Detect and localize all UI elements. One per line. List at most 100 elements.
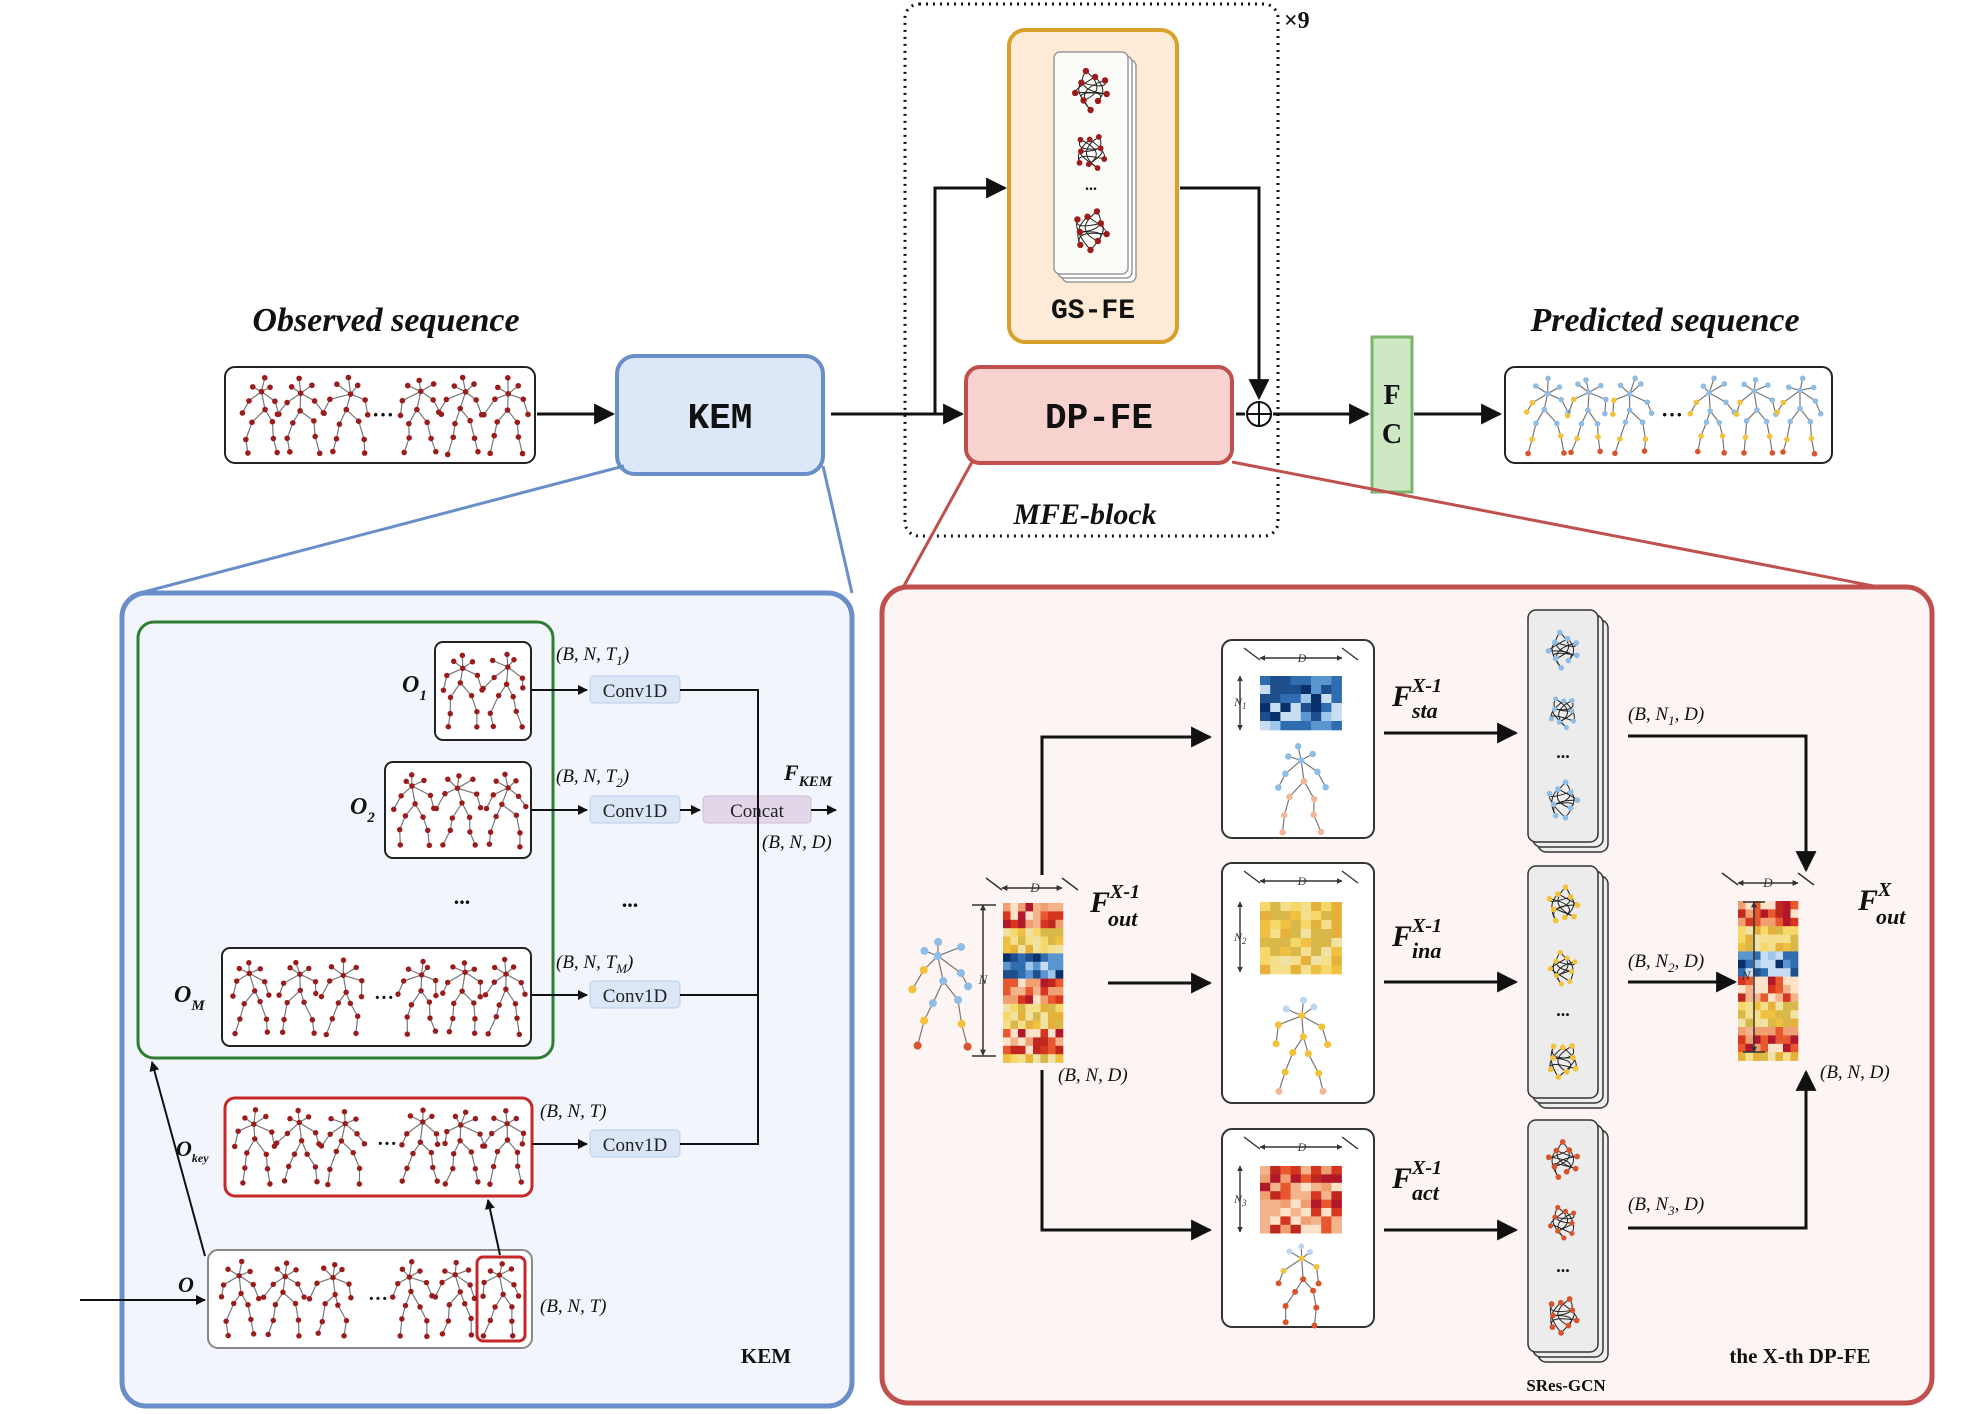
o2-skeleton bbox=[433, 773, 484, 848]
sta-n1-label: N1 bbox=[1233, 695, 1247, 711]
dpfe-panel-label: the X-th DP-FE bbox=[1729, 1344, 1870, 1368]
sres-dots-2: ... bbox=[1556, 1000, 1570, 1020]
o-skeleton bbox=[218, 1258, 262, 1339]
ina-branch-card bbox=[1221, 862, 1375, 1104]
kem-module-box[interactable] bbox=[615, 354, 825, 476]
conv1d-label-1: Conv1D bbox=[603, 681, 667, 702]
shape-label-tm: (B, N, TM) bbox=[556, 952, 633, 976]
sta-branch-card bbox=[1221, 639, 1375, 839]
dpfe-zoom-line-right bbox=[1231, 460, 1911, 595]
predicted-skeleton bbox=[1564, 377, 1609, 456]
om-skeleton bbox=[395, 958, 439, 1037]
mfe-block-label: MFE-block bbox=[1012, 498, 1156, 531]
branch-heatmaps bbox=[1260, 676, 1342, 1234]
predicted-skeleton-frames bbox=[1523, 375, 1824, 457]
kem-multiscale-frame bbox=[136, 620, 555, 1060]
o-skeleton bbox=[389, 1259, 435, 1340]
input-skeleton bbox=[908, 938, 973, 1051]
conv1d-label-m: Conv1D bbox=[603, 986, 667, 1007]
sta-d-label: D bbox=[1297, 651, 1307, 665]
shape-label-t2: (B, N, T2) bbox=[556, 766, 629, 790]
fc-label-f: F bbox=[1383, 380, 1400, 411]
o-skeleton bbox=[432, 1259, 478, 1338]
sta-heatmap bbox=[1260, 676, 1342, 731]
om-skeleton bbox=[440, 960, 484, 1036]
branch-skeletons bbox=[1272, 743, 1332, 1329]
dpfe-module-box[interactable] bbox=[964, 365, 1234, 465]
kem-flow-arrows bbox=[80, 685, 837, 1305]
o-label: O bbox=[178, 1272, 194, 1297]
sres-graph-icon-act bbox=[1548, 1204, 1577, 1241]
kem-ellipsis-1: ... bbox=[454, 884, 471, 909]
o1-label: O1 bbox=[402, 672, 427, 704]
observed-sequence-title: Observed sequence bbox=[252, 302, 519, 339]
kem-module-label: KEM bbox=[688, 398, 753, 439]
kem-zoom-line-left bbox=[139, 464, 625, 595]
fc-label-c: C bbox=[1382, 419, 1402, 450]
om-skeleton bbox=[482, 956, 528, 1038]
predicted-skeleton bbox=[1523, 375, 1571, 457]
observed-skeleton bbox=[481, 375, 531, 457]
sta-skeleton bbox=[1275, 743, 1329, 836]
gsfe-ellipsis: ... bbox=[1085, 177, 1097, 194]
o-skeleton bbox=[306, 1262, 354, 1339]
output-d-label: D bbox=[1762, 875, 1773, 890]
observed-skeleton-frames bbox=[239, 374, 531, 458]
o1-skeleton bbox=[440, 652, 485, 730]
act-d-label: D bbox=[1297, 1140, 1307, 1154]
dpfe-input-skeleton bbox=[908, 938, 973, 1051]
ina-skeleton bbox=[1272, 996, 1332, 1095]
act-n3-label: N3 bbox=[1233, 1192, 1247, 1208]
o2-label: O2 bbox=[350, 794, 375, 826]
o2-skeleton bbox=[483, 771, 529, 850]
shape-n1-label: (B, N1, D) bbox=[1628, 704, 1704, 728]
act-skeleton bbox=[1275, 1243, 1322, 1329]
observed-skeleton bbox=[397, 377, 445, 456]
sres-dots-3: ... bbox=[1556, 1256, 1570, 1276]
observed-skeleton bbox=[320, 374, 371, 456]
sres-graph-icon-sta bbox=[1546, 779, 1581, 821]
okey-skeleton bbox=[480, 1108, 527, 1187]
okey-ellipsis: ··· bbox=[377, 1133, 397, 1155]
o2-skeleton bbox=[391, 772, 437, 849]
dpfe-flow-arrows bbox=[1040, 722, 1817, 1241]
conv1d-label-2: Conv1D bbox=[603, 801, 667, 822]
repeat-label: ×9 bbox=[1284, 8, 1310, 34]
sres-graph-icon-ina bbox=[1547, 949, 1578, 987]
om-skeleton bbox=[318, 957, 365, 1038]
om-label: OM bbox=[174, 982, 205, 1014]
shape-label-t1: (B, N, T1) bbox=[556, 644, 629, 668]
dpfe-module-label: DP-FE bbox=[1045, 398, 1153, 439]
input-d-label: D bbox=[1029, 880, 1040, 895]
sres-gcn-label: SRes-GCN bbox=[1526, 1376, 1606, 1395]
input-feature-heatmap bbox=[1003, 903, 1064, 1063]
okey-skeleton bbox=[318, 1109, 368, 1188]
om-skeleton bbox=[230, 959, 272, 1037]
gsfe-module-label: GS-FE bbox=[1051, 296, 1135, 327]
kem-ellipsis-2: ... bbox=[622, 887, 639, 912]
shape-n2-label: (B, N2, D) bbox=[1628, 951, 1704, 975]
shape-label-t-input: (B, N, T) bbox=[540, 1296, 607, 1317]
o-ellipsis: ··· bbox=[368, 1288, 388, 1310]
sres-gcn-graph-icons bbox=[1545, 629, 1581, 1336]
sres-graph-icon-ina bbox=[1546, 884, 1581, 924]
okey-skeleton bbox=[232, 1107, 278, 1187]
mfe-block-frame bbox=[903, 2, 1280, 538]
om-skeleton bbox=[276, 959, 319, 1036]
observed-skeleton bbox=[435, 374, 485, 458]
f-kem-shape: (B, N, D) bbox=[762, 832, 832, 853]
sres-dots-1: ... bbox=[1556, 742, 1570, 762]
predicted-ellipsis: ··· bbox=[1661, 402, 1683, 427]
ina-n2-label: N2 bbox=[1233, 930, 1247, 946]
predicted-sequence-title: Predicted sequence bbox=[1529, 302, 1799, 339]
output-n-label: N bbox=[1741, 968, 1752, 983]
input-heatmap bbox=[1003, 903, 1064, 1063]
fc-layer-box[interactable] bbox=[1370, 335, 1414, 494]
observed-ellipsis: ··· bbox=[372, 402, 394, 427]
conv1d-label-key: Conv1D bbox=[603, 1135, 667, 1156]
input-dimension-markers bbox=[972, 872, 1815, 1057]
sres-graph-icon-ina bbox=[1547, 1043, 1579, 1080]
